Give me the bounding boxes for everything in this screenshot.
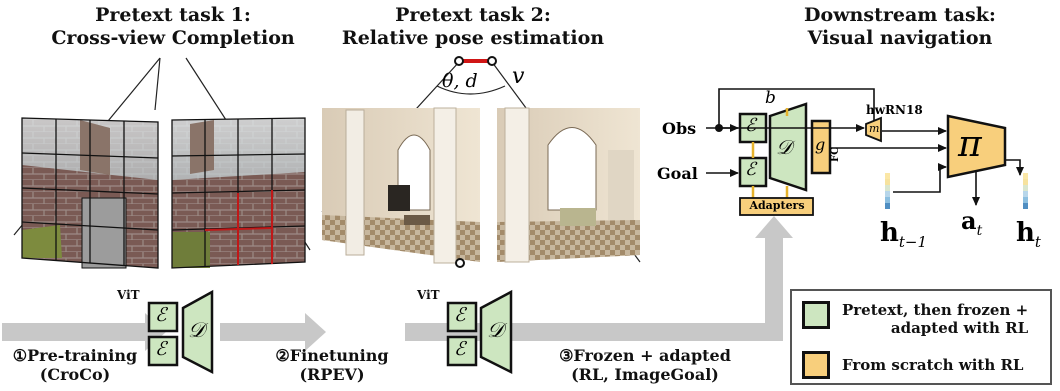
header-pretext1: Pretext task 1: Cross-view Completion [28, 4, 318, 50]
h-t-sub: t [1034, 233, 1041, 252]
nav-network [706, 88, 1028, 216]
stage-frozen-line2: (RL, ImageGoal) [571, 365, 719, 384]
hidden-state-prev-bar [885, 173, 890, 209]
decoder-symbol-2: 𝒟 [487, 318, 504, 342]
b-label: b [765, 88, 776, 108]
header-downstream-line2: Visual navigation [807, 27, 993, 49]
legend-item-pretext: Pretext, then frozen + adapted with RL [802, 301, 1028, 337]
stage-pretraining-line2: (CroCo) [39, 365, 111, 384]
pose-image-left [322, 107, 480, 264]
fc-label: FC [830, 146, 841, 162]
legend-swatch-green [802, 301, 830, 329]
encoder-symbol-1b: ℰ [155, 338, 167, 360]
h-prev-sub: t−1 [898, 233, 928, 252]
header-pretext2-line2: Relative pose estimation [341, 27, 605, 49]
encoder-symbol-2a: ℰ [454, 304, 466, 326]
model-block-2 [446, 289, 513, 375]
stage-pretraining-line1: ①Pre-training [12, 346, 138, 365]
pi-label: π [958, 124, 982, 165]
h-prev-label: ht−1 [880, 218, 927, 251]
legend-item-scratch: From scratch with RL [802, 351, 1023, 379]
pose-image-right [497, 107, 640, 263]
h-t: h [1016, 218, 1035, 248]
h-t-label: ht [1016, 218, 1041, 251]
h-prev: h [880, 218, 899, 248]
goal-label: Goal [657, 164, 698, 183]
encoder-symbol-2b: ℰ [454, 338, 466, 360]
stage-finetuning: ②Finetuning (RPEV) [272, 346, 392, 384]
obs-label: Obs [662, 119, 697, 138]
camera-pose-marker [454, 56, 497, 66]
header-pretext1-line1: Pretext task 1: [95, 4, 251, 26]
decoder-symbol-1: 𝒟 [188, 318, 205, 342]
model-block-1 [147, 289, 214, 375]
vit-label-1: ViT [117, 288, 140, 302]
stage-frozen-line1: ③Frozen + adapted [559, 346, 731, 365]
stage-finetuning-line1: ②Finetuning [275, 346, 389, 365]
header-pretext2: Pretext task 2: Relative pose estimation [318, 4, 628, 50]
action-a: a [961, 206, 977, 235]
stage-pretraining: ①Pre-training (CroCo) [0, 346, 150, 384]
vit-label-2: ViT [417, 288, 440, 302]
crossview-image-left [21, 117, 159, 269]
m-label: m [869, 122, 880, 135]
header-downstream-line1: Downstream task: [804, 4, 996, 26]
nav-encoder-symbol-2: ℰ [745, 159, 756, 180]
nav-decoder-symbol: 𝒟 [776, 135, 792, 159]
stage-frozen-adapted: ③Frozen + adapted (RL, ImageGoal) [545, 346, 745, 384]
legend-text-pretext: Pretext, then frozen + adapted with RL [842, 301, 1028, 337]
header-pretext2-line1: Pretext task 2: [395, 4, 551, 26]
action-sub: t [976, 222, 983, 239]
nav-encoder-symbol-1: ℰ [745, 115, 756, 136]
crossview-image-right [171, 117, 306, 269]
header-pretext1-line2: Cross-view Completion [51, 27, 295, 49]
legend-text-scratch: From scratch with RL [842, 356, 1024, 374]
legend-swatch-orange [802, 351, 830, 379]
pose-point-marker [455, 258, 465, 268]
hidden-state-out-bar [1023, 173, 1028, 209]
stage-finetuning-line2: (RPEV) [299, 365, 365, 384]
g-label: g [815, 135, 826, 154]
legend-text-pretext-line2: adapted with RL [890, 319, 1029, 337]
header-downstream: Downstream task: Visual navigation [775, 4, 1025, 50]
pose-label: θ, d [442, 70, 478, 92]
legend: Pretext, then frozen + adapted with RL F… [790, 289, 1052, 385]
legend-text-pretext-line1: Pretext, then frozen + [842, 301, 1029, 319]
hwrn-label: hwRN18 [866, 103, 923, 117]
encoder-symbol-1a: ℰ [155, 304, 167, 326]
adapters-label: Adapters [749, 199, 805, 212]
action-label: at [961, 206, 982, 239]
v-label: v [512, 64, 525, 89]
